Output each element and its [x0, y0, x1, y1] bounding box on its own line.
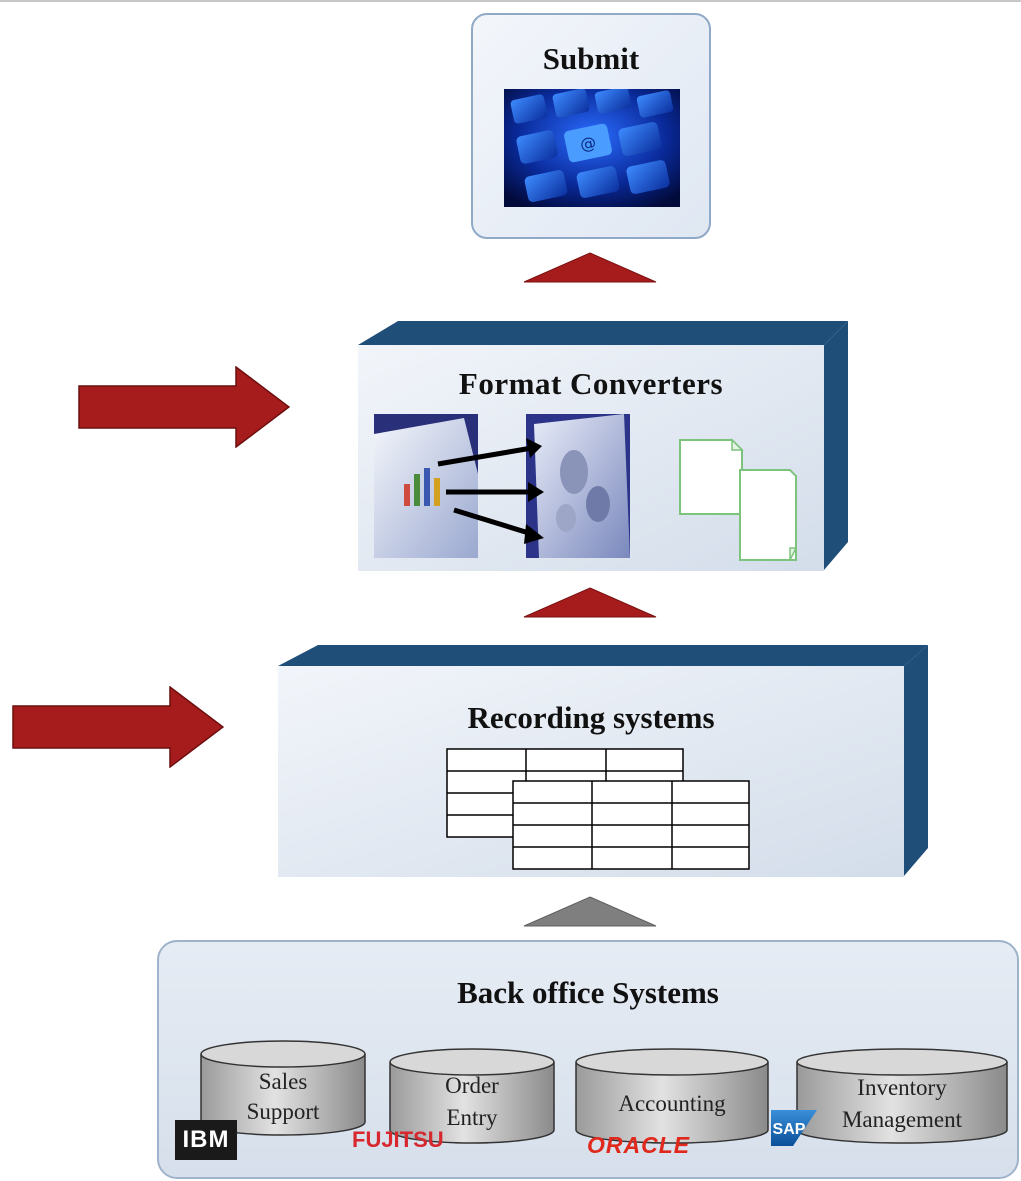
database-label-line1: Sales: [258, 1069, 308, 1094]
ibm-logo: IBM: [175, 1120, 237, 1160]
data-tables-icon: [446, 748, 750, 870]
chart-conversion-icon: [374, 414, 630, 558]
database-inventory-management: Inventory Management: [796, 1048, 1008, 1144]
right-arrow-red-bottom: [12, 686, 224, 768]
back-office-title: Back office Systems: [457, 975, 719, 1010]
format-converters-box: Format Converters: [358, 320, 850, 572]
submit-title: Submit: [542, 41, 640, 76]
recording-systems-box: Recording systems: [278, 644, 930, 878]
database-cylinder-icon: [575, 1048, 769, 1144]
database-label-line2: Management: [841, 1107, 963, 1132]
right-arrow-red-top: [78, 366, 290, 448]
database-cylinder-icon: [389, 1048, 555, 1144]
database-cylinder-icon: [796, 1048, 1008, 1144]
database-accounting: Accounting: [575, 1048, 769, 1144]
blank-documents-icon: [679, 438, 798, 561]
up-arrow-red: [523, 587, 657, 618]
svg-text:@: @: [578, 133, 598, 155]
up-arrow-gray: [523, 896, 657, 927]
database-label-line2: Entry: [446, 1105, 498, 1130]
up-arrow-red: [523, 252, 657, 283]
sap-logo-shape: SAP: [771, 1110, 817, 1146]
oracle-logo: ORACLE: [587, 1132, 691, 1158]
back-office-systems-box: Back office Systems Sales Support: [157, 940, 1019, 1179]
format-converters-title: Format Converters: [458, 366, 724, 401]
sap-logo: SAP: [771, 1110, 817, 1146]
fujitsu-logo: FUJITSU: [352, 1127, 444, 1152]
top-border: [0, 0, 1021, 2]
database-order-entry: Order Entry: [389, 1048, 555, 1144]
keyboard-at-key-icon: @: [504, 89, 680, 207]
database-label-line1: Order: [445, 1073, 499, 1098]
submit-box: Submit @: [471, 13, 711, 239]
sap-logo-text: SAP: [773, 1121, 806, 1138]
database-label-line1: Inventory: [857, 1075, 947, 1100]
database-label-line2: Support: [246, 1099, 320, 1124]
recording-systems-title: Recording systems: [467, 700, 715, 735]
database-label-line1: Accounting: [618, 1091, 726, 1116]
